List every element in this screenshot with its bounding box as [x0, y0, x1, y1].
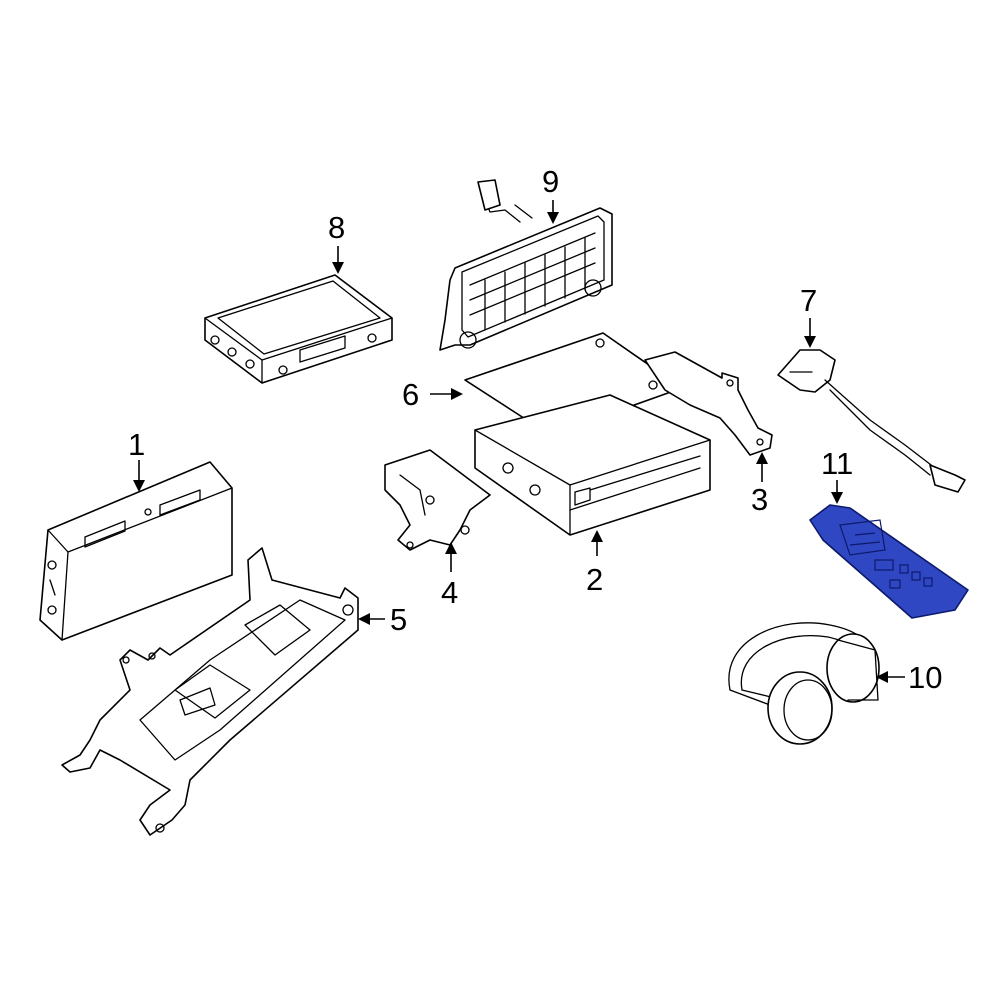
part-10-headphones [728, 622, 880, 745]
callout-arrows [133, 200, 905, 683]
callout-7: 7 [800, 283, 817, 318]
part-8-display [204, 274, 393, 384]
part-9-control-panel [439, 179, 613, 351]
callout-1: 1 [128, 427, 145, 462]
callout-6: 6 [402, 377, 419, 412]
callout-11: 11 [821, 446, 853, 481]
part-1-module [39, 461, 233, 641]
callout-3: 3 [751, 482, 768, 517]
part-4-bracket [384, 449, 491, 551]
part-11-remote[interactable] [809, 504, 969, 619]
callout-2: 2 [586, 562, 603, 597]
callout-labels: 1 2 3 4 5 6 7 8 9 10 11 [128, 164, 942, 695]
part-5-bracket [61, 547, 359, 836]
part-3-bracket [644, 351, 773, 456]
callout-5: 5 [390, 602, 407, 637]
part-7-cable [777, 349, 966, 493]
callout-9: 9 [542, 164, 559, 199]
callout-10: 10 [908, 660, 942, 695]
callout-8: 8 [328, 210, 345, 245]
callout-4: 4 [441, 575, 458, 610]
part-2-media-unit [474, 394, 711, 536]
